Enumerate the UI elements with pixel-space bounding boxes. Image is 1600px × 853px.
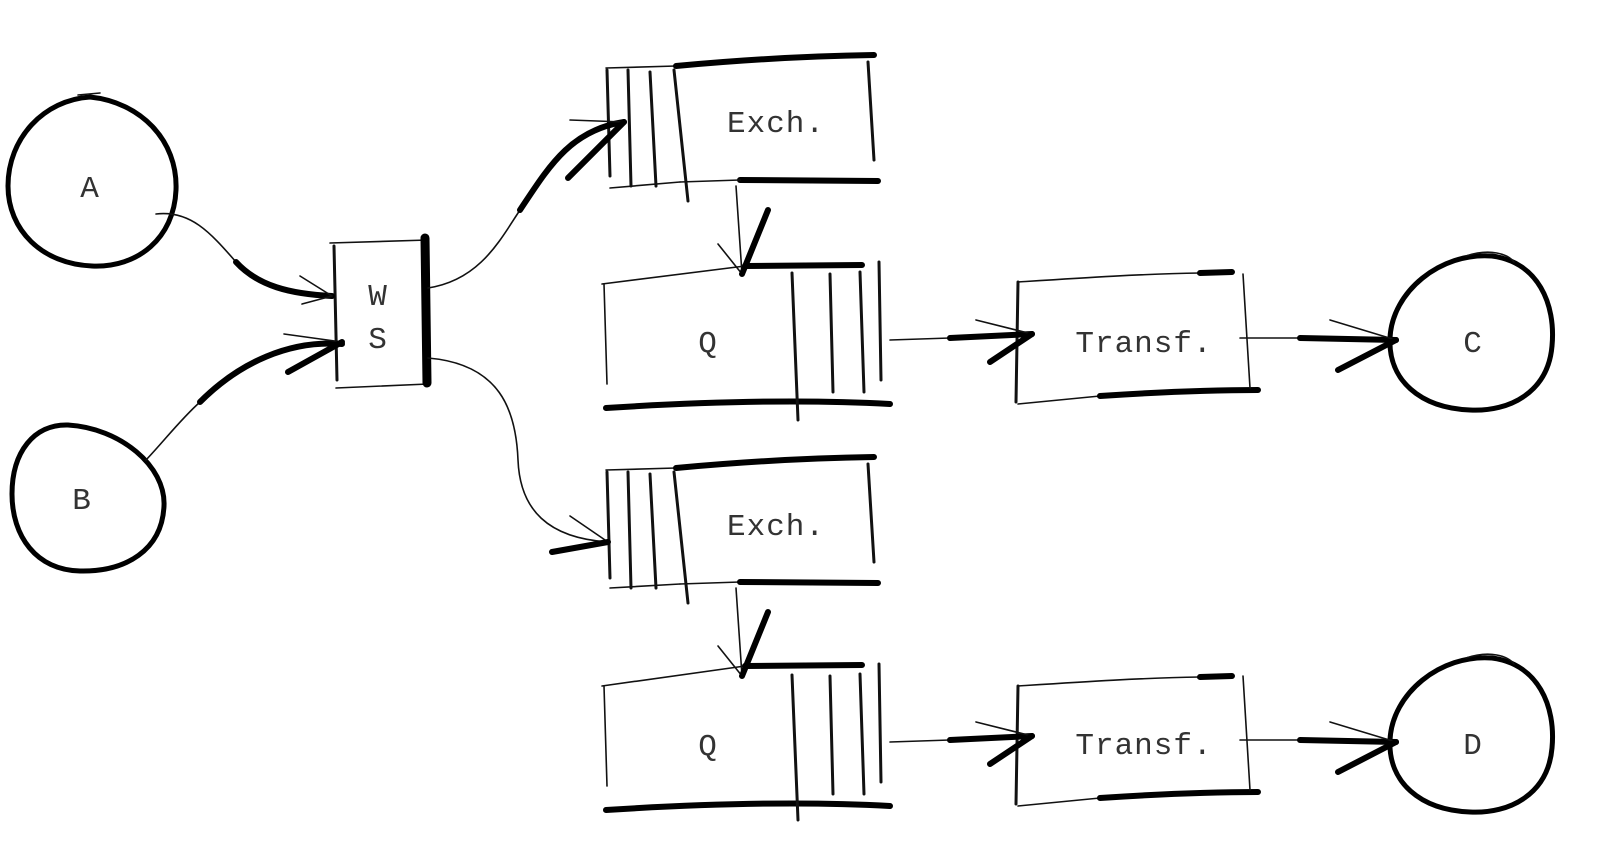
node-a-circle [5, 94, 179, 269]
node-b-circle [9, 422, 167, 574]
node-a-label: A [80, 172, 100, 207]
node-q-2: Q [601, 662, 893, 822]
edge-ws-to-exch-1 [427, 119, 627, 289]
node-ws-label-top: W [368, 280, 388, 315]
node-exch-2-label: Exch. [727, 510, 825, 545]
node-a: A [5, 92, 179, 269]
edge-transf-1-to-c [1239, 319, 1399, 373]
node-q-1: Q [601, 260, 893, 422]
node-d-label: D [1463, 729, 1483, 764]
node-exch-2: Exch. [605, 454, 881, 605]
edge-transf-2-to-d [1239, 721, 1399, 775]
node-ws: W S [329, 233, 432, 389]
node-exch-1: Exch. [605, 52, 881, 203]
node-d-circle [1387, 655, 1556, 815]
edge-q-1-to-transf-1 [889, 319, 1035, 365]
node-c-circle [1387, 253, 1556, 413]
node-d: D [1387, 653, 1556, 815]
node-transf-2: Transf. [1014, 673, 1261, 807]
node-transf-1: Transf. [1014, 269, 1261, 405]
node-b: B [9, 422, 167, 574]
node-c-label: C [1463, 327, 1483, 362]
edge-b-to-ws [145, 333, 345, 461]
node-transf-1-label: Transf. [1075, 327, 1212, 362]
node-q-1-label: Q [698, 327, 718, 362]
node-q-2-label: Q [698, 730, 718, 765]
node-transf-2-label: Transf. [1075, 729, 1212, 764]
node-ws-label-bottom: S [368, 323, 388, 358]
edge-a-to-ws [155, 212, 335, 305]
edge-ws-to-exch-2 [427, 357, 611, 555]
node-c: C [1387, 251, 1556, 413]
edge-exch-1-to-q-1 [717, 185, 771, 277]
edge-q-2-to-transf-2 [889, 721, 1035, 767]
edge-exch-2-to-q-2 [717, 587, 771, 679]
node-exch-1-label: Exch. [727, 107, 825, 142]
node-b-label: B [72, 484, 92, 519]
